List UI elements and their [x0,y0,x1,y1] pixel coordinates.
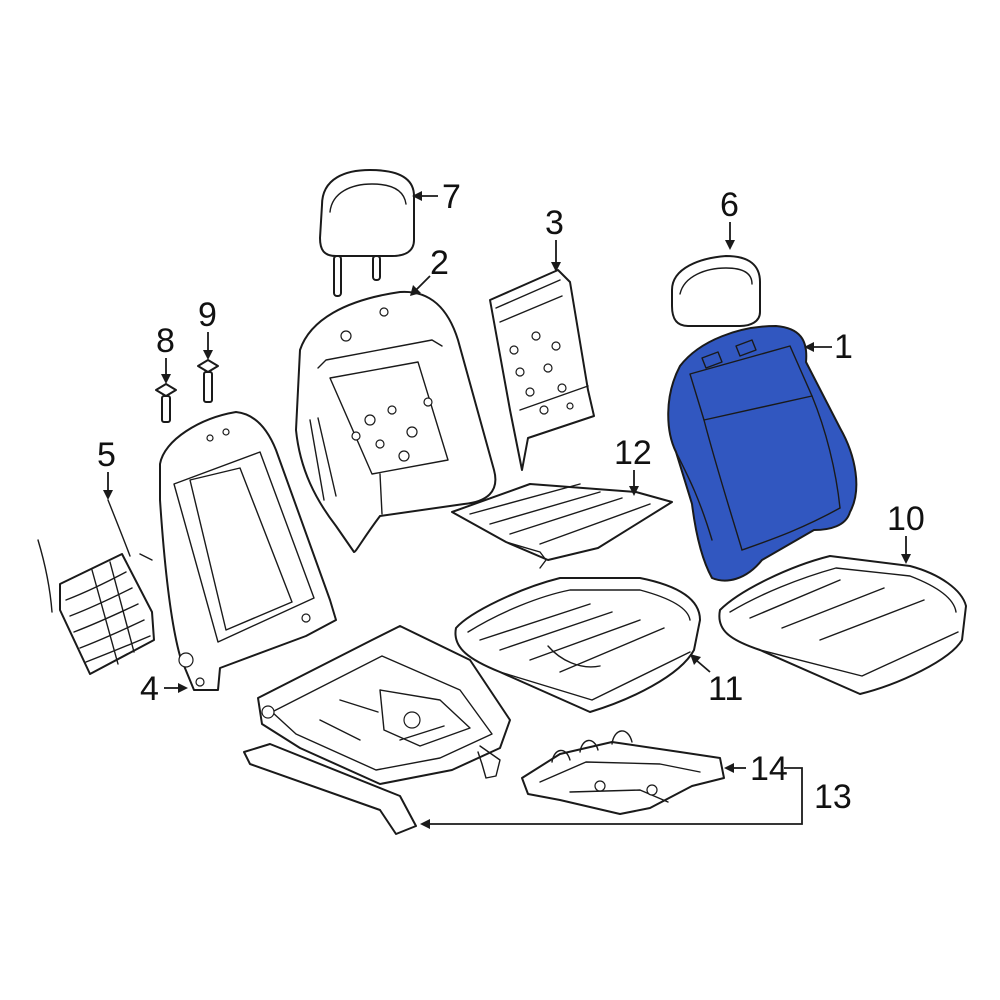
callout-4: 4 [140,670,159,708]
part-8-bolt[interactable] [155,383,177,423]
callout-3: 3 [545,204,564,242]
callout-11: 11 [708,670,743,708]
part-13-seat-track[interactable] [243,625,511,835]
callout-1: 1 [834,328,853,366]
part-1-seat-back-cover[interactable] [667,324,858,582]
part-2-seat-back-pad[interactable] [295,290,497,553]
part-14-track-base[interactable] [521,730,725,815]
callout-14: 14 [750,750,788,788]
callout-13: 13 [814,778,852,816]
callout-6: 6 [720,186,739,224]
callout-10: 10 [887,500,925,538]
callout-8: 8 [156,322,175,360]
callout-7: 7 [442,178,461,216]
part-9-bolt[interactable] [197,359,219,403]
callout-12: 12 [614,434,652,472]
part-12-cushion-heater[interactable] [451,483,673,569]
part-7-headrest[interactable] [319,169,415,297]
part-5-lumbar-support[interactable] [37,499,155,675]
part-11-cushion-pad[interactable] [454,577,701,713]
callout-9: 9 [198,296,217,334]
callout-5: 5 [97,436,116,474]
part-10-cushion-cover[interactable] [718,555,967,695]
part-4-seat-back-frame[interactable] [159,411,337,691]
callout-2: 2 [430,244,449,282]
leader-lines [103,191,911,829]
part-6-headrest[interactable] [671,255,761,327]
part-3-back-heater[interactable] [489,269,595,471]
callout-labels: 1 2 3 4 5 6 7 8 9 10 11 12 13 14 [97,178,925,816]
